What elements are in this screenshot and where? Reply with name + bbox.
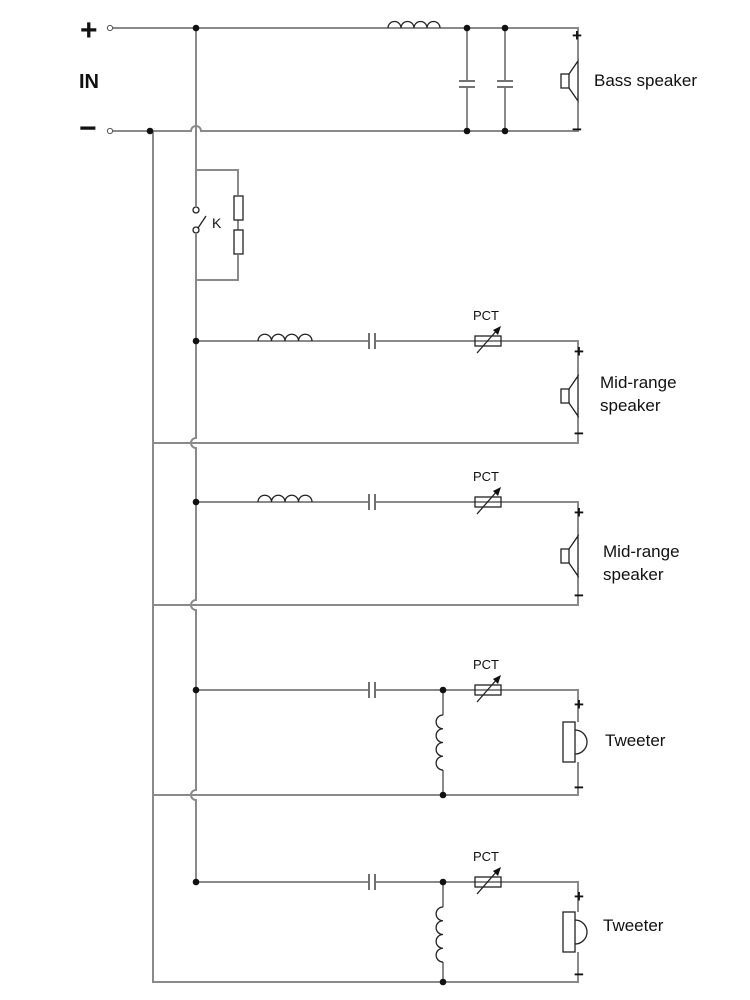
inductor-icon — [435, 714, 444, 771]
speaker-icon — [560, 73, 570, 89]
ptc-arrowhead — [493, 487, 501, 496]
resistor-icon — [233, 229, 244, 255]
speaker-cone — [568, 373, 579, 419]
pct-label: PCT — [473, 308, 499, 323]
minus-bus — [152, 131, 579, 983]
ptc-arrowhead — [493, 675, 501, 684]
ptc-arrow — [476, 328, 499, 354]
mid1-label-line2: speaker — [600, 396, 661, 415]
plus-sign: + — [574, 887, 584, 906]
junction-dot — [501, 24, 509, 32]
minus-sign: − — [574, 424, 584, 443]
plus-bus-lower — [190, 280, 578, 883]
junction-dot — [192, 686, 200, 694]
minus-sign: − — [574, 965, 584, 984]
capacitor-gap — [464, 80, 470, 88]
speaker-icon — [560, 388, 570, 404]
capacitor-gap — [368, 338, 376, 344]
ptc-resistor-icon — [474, 876, 502, 888]
switch-contact — [192, 206, 200, 214]
capacitor-icon — [459, 80, 475, 88]
capacitor-icon — [368, 874, 376, 890]
mid2-label-line1: Mid-range — [603, 542, 680, 561]
mid-branch-wire — [153, 501, 579, 606]
ptc-arrowhead — [493, 326, 501, 335]
inductor-icon — [387, 20, 441, 29]
ptc-arrow — [476, 869, 499, 895]
plus-sign: + — [572, 26, 582, 45]
junction-dot — [439, 878, 447, 886]
capacitor-icon — [368, 494, 376, 510]
capacitor-icon — [368, 682, 376, 698]
switch-contact — [192, 226, 200, 234]
input-terminal — [106, 24, 114, 32]
input-plus-label: + — [80, 14, 98, 47]
capacitor-icon — [368, 333, 376, 349]
junction-dot — [192, 337, 200, 345]
switch-k-label: K — [212, 215, 222, 231]
capacitor-gap — [368, 499, 376, 505]
mid2-label-line2: speaker — [603, 565, 664, 584]
capacitor-gap — [502, 80, 508, 88]
tweeter-icon — [562, 911, 576, 953]
junction-dot — [463, 127, 471, 135]
minus-sign: − — [574, 586, 584, 605]
input-in-label: IN — [79, 71, 99, 93]
inductor-icon — [257, 494, 313, 503]
inductor-icon — [257, 333, 313, 342]
junction-dot — [192, 878, 200, 886]
plus-sign: + — [574, 503, 584, 522]
junction-dot — [463, 24, 471, 32]
junction-dot — [439, 686, 447, 694]
tweeter-dome — [574, 729, 588, 755]
pct-label: PCT — [473, 657, 499, 672]
capacitor-gap — [368, 687, 376, 693]
minus-sign: − — [574, 778, 584, 797]
pct-label: PCT — [473, 469, 499, 484]
speaker-cone — [568, 58, 579, 104]
mid-branch-wire — [153, 340, 579, 444]
pct-label: PCT — [473, 849, 499, 864]
resistor-icon — [233, 195, 244, 221]
plus-input-wire — [110, 27, 579, 60]
junction-dot — [192, 498, 200, 506]
junction-dot — [146, 127, 154, 135]
junction-dot — [439, 978, 447, 986]
ptc-resistor-icon — [474, 335, 502, 347]
tweeter2-label: Tweeter — [603, 916, 664, 935]
inductor-icon — [435, 906, 444, 963]
junction-dot — [439, 791, 447, 799]
ptc-arrowhead — [493, 867, 501, 876]
ptc-resistor-icon — [474, 684, 502, 696]
minus-sign: − — [572, 120, 582, 139]
speaker-icon — [560, 548, 570, 564]
minus-input-wire — [110, 102, 579, 132]
ptc-arrow — [476, 489, 499, 515]
ptc-arrow — [476, 677, 499, 703]
plus-sign: + — [574, 342, 584, 361]
capacitor-icon — [497, 80, 513, 88]
speaker-cone — [568, 533, 579, 579]
mid1-label-line1: Mid-range — [600, 373, 677, 392]
tweeter1-label: Tweeter — [605, 731, 666, 750]
resistor-loop — [196, 169, 239, 281]
junction-dot — [192, 24, 200, 32]
tweeter-dome — [574, 919, 588, 945]
tweeter-branch-wire — [153, 689, 579, 796]
switch-k-icon — [197, 215, 207, 229]
plus-sign: + — [574, 695, 584, 714]
ptc-resistor-icon — [474, 496, 502, 508]
tweeter-icon — [562, 721, 576, 763]
junction-dot — [501, 127, 509, 135]
tweeter-branch-wire — [196, 881, 579, 982]
bass-speaker-label: Bass speaker — [594, 71, 697, 90]
input-terminal — [106, 127, 114, 135]
input-minus-label: − — [79, 112, 97, 145]
capacitor-gap — [368, 879, 376, 885]
